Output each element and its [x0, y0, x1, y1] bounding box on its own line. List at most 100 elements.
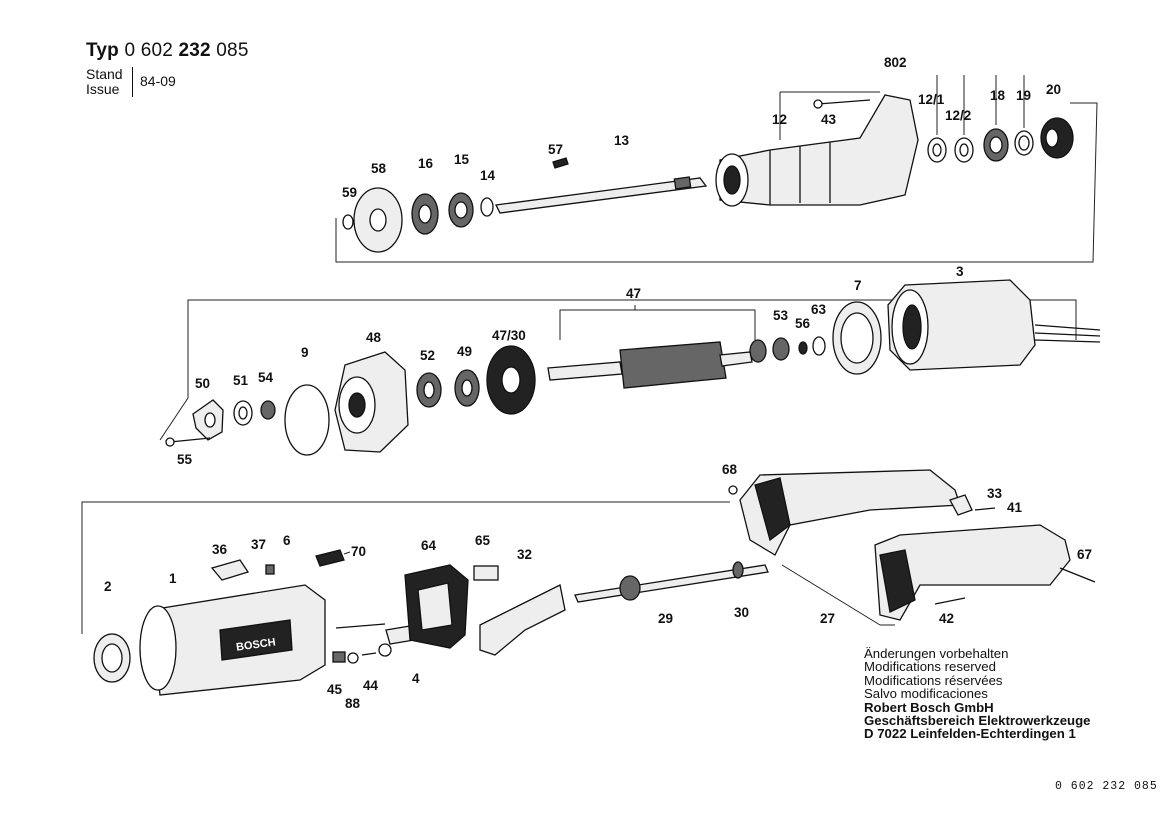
ring-54	[260, 400, 276, 420]
screw-41	[974, 507, 996, 511]
label-37: 37	[251, 537, 266, 552]
leader-27	[781, 564, 881, 626]
switch-rod-knob	[619, 575, 641, 601]
nut-6	[265, 564, 275, 575]
ground-symbol	[378, 643, 392, 657]
cover-70	[315, 549, 345, 567]
stand-issue-block: Stand Issue 84-09	[86, 66, 176, 97]
label-64: 64	[421, 538, 437, 553]
flange-58-hole	[369, 208, 387, 232]
screw-55	[169, 437, 211, 443]
label-1: 1	[169, 571, 177, 586]
company-line-3: D 7022 Leinfelden-Echterdingen 1	[864, 726, 1076, 742]
label-20: 20	[1046, 82, 1061, 97]
label-18: 18	[990, 88, 1006, 103]
gear-housing-ribs	[769, 142, 831, 205]
label-15: 15	[454, 152, 470, 167]
label-65: 65	[475, 533, 491, 548]
label-88: 88	[345, 696, 361, 711]
label-63: 63	[811, 302, 827, 317]
o-ring-9	[284, 384, 330, 456]
circlip-59	[342, 214, 354, 230]
cover-64-inner	[417, 582, 453, 631]
block-65	[473, 565, 499, 581]
switch-32	[479, 584, 566, 656]
screw-42	[934, 597, 966, 605]
housing-1-opening	[139, 605, 177, 691]
label-53: 53	[773, 308, 789, 323]
label-12-2: 12/2	[945, 108, 971, 123]
company-line-1: Robert Bosch GmbH	[864, 699, 994, 715]
bearing-53	[772, 337, 790, 361]
label-12: 12	[772, 112, 787, 127]
clamp-33	[949, 494, 973, 516]
plate-50-hole	[204, 412, 216, 428]
ring-51-hole	[238, 406, 248, 420]
note-line-4: Salvo modificaciones	[864, 686, 988, 702]
handle-lower	[874, 524, 1071, 621]
screw-55-head	[165, 437, 175, 447]
stand-label: Stand	[86, 66, 123, 82]
label-56: 56	[795, 316, 811, 331]
ring-7-hole	[840, 312, 874, 364]
handle-upper-grip	[754, 477, 791, 542]
type-header: Typ 0 602 232 085	[86, 40, 249, 62]
label-45: 45	[327, 682, 343, 697]
armature-core	[619, 341, 727, 389]
label-58: 58	[371, 161, 387, 176]
label-14: 14	[480, 168, 496, 183]
ring-19-hole	[1018, 135, 1030, 151]
label-42: 42	[939, 611, 954, 626]
label-52: 52	[420, 348, 435, 363]
type-number-bold: 232	[178, 40, 211, 61]
label-47: 47	[626, 286, 641, 301]
label-47-30: 47/30	[492, 328, 526, 343]
label-51: 51	[233, 373, 249, 388]
top-row-assembly	[335, 75, 1098, 263]
stand-date: 84-09	[140, 73, 176, 89]
ring-56	[798, 341, 808, 355]
label-12-1: 12/1	[918, 92, 945, 107]
note-line-3: Modifications réservées	[864, 672, 1003, 688]
bearing-15-hole	[454, 201, 468, 219]
label-30: 30	[734, 605, 749, 620]
ring-2-hole	[101, 643, 123, 673]
label-27: 27	[820, 611, 835, 626]
stand-divider	[132, 67, 133, 97]
stator-wires	[1034, 324, 1101, 343]
type-number-suffix: 085	[216, 40, 249, 61]
label-44: 44	[363, 678, 379, 693]
ring-63	[812, 336, 826, 356]
screw-67	[1059, 567, 1096, 583]
label-43: 43	[821, 112, 837, 127]
label-13: 13	[614, 133, 630, 148]
note-line-2: Modifications reserved	[864, 659, 996, 675]
bearing-52-hole	[423, 381, 435, 399]
label-41: 41	[1007, 500, 1023, 515]
screw-43	[817, 99, 871, 105]
brand-text: BOSCH	[235, 636, 276, 653]
label-36: 36	[212, 542, 228, 557]
key-57	[552, 157, 569, 169]
type-number-prefix: 0 602	[124, 40, 173, 61]
bearing-49-hole	[461, 379, 473, 397]
label-19: 19	[1016, 88, 1031, 103]
bearing-16-hole	[418, 204, 432, 224]
part-labels: 802 12/1 12/2 18 19 20 12 43 13 57 58 16…	[104, 55, 1092, 711]
label-4: 4	[412, 671, 420, 686]
label-49: 49	[457, 344, 472, 359]
bottom-frame-line	[81, 501, 730, 634]
label-802: 802	[884, 55, 907, 70]
hex-key	[335, 623, 386, 629]
label-7: 7	[854, 278, 862, 293]
leader-70	[343, 551, 351, 555]
gear-housing-bore-inner	[723, 165, 741, 195]
screw-68	[728, 485, 738, 495]
ring-14	[480, 197, 494, 217]
middle-row-assembly	[159, 279, 1101, 456]
housing-1-brand-plate	[219, 619, 293, 661]
footer-part-number: 0 602 232 085	[1055, 780, 1158, 793]
label-59: 59	[342, 185, 357, 200]
label-9: 9	[301, 345, 309, 360]
